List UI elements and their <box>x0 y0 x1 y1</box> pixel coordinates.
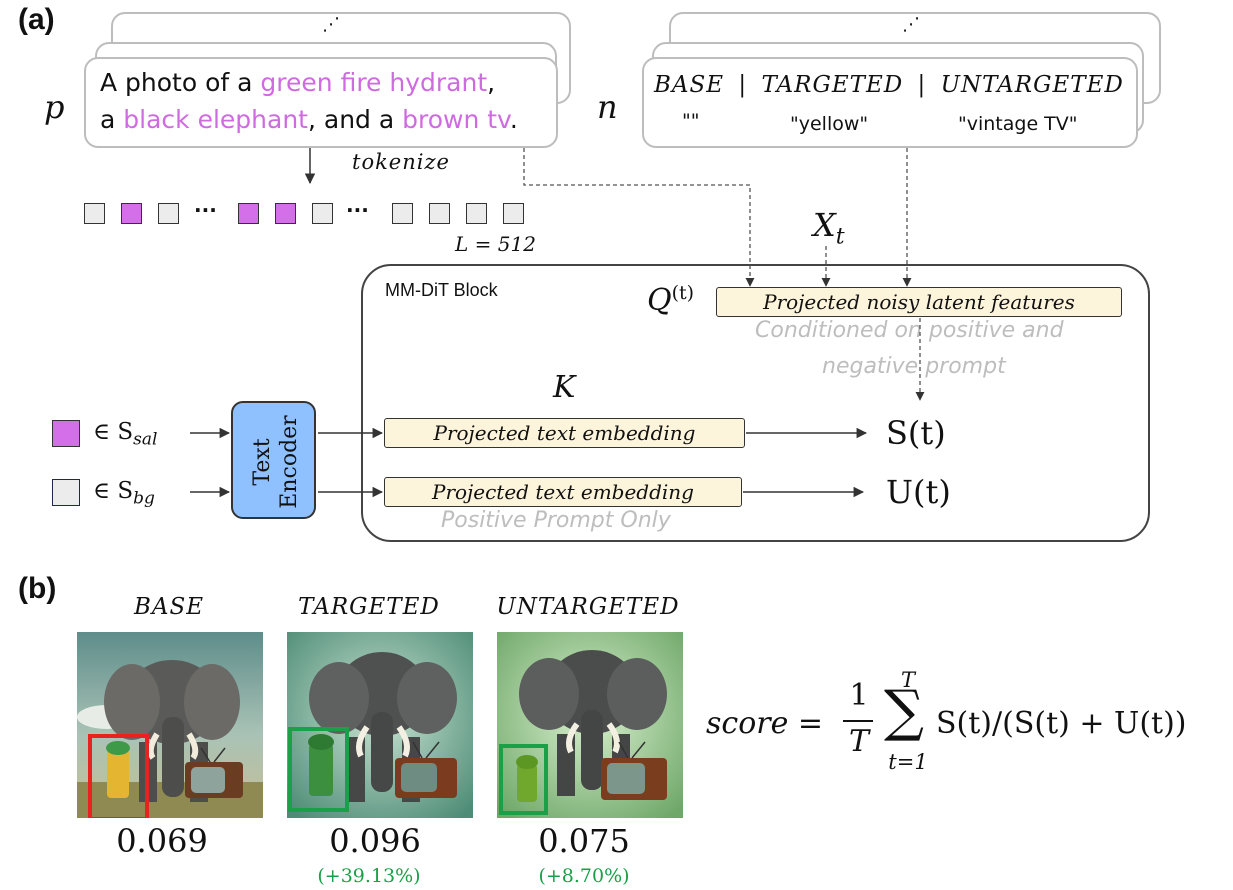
salient-score-output: S(t) <box>886 414 946 452</box>
separator: | <box>917 72 927 98</box>
salient-set-swatch <box>52 420 80 447</box>
formula-frac-bar <box>843 720 873 722</box>
salient-phrase-elephant: black elephant <box>123 105 308 134</box>
result-condition-base: BASE <box>133 594 205 620</box>
score-untargeted: 0.075 <box>538 822 630 860</box>
token-background <box>429 203 450 224</box>
generated-image-untargeted <box>497 632 683 818</box>
token-background <box>84 203 105 224</box>
generated-image-base <box>77 632 263 818</box>
token-background <box>158 203 179 224</box>
prompt-text: . <box>509 105 518 134</box>
negative-value-untargeted: "vintage TV" <box>958 113 1078 135</box>
conditioned-note-line2: negative prompt <box>822 354 1006 379</box>
bbox-targeted <box>288 727 349 812</box>
bbox-base <box>88 734 149 818</box>
formula-lhs: score = <box>706 706 824 741</box>
text-embedding-salient-box: Projected text embedding <box>384 418 745 448</box>
panel-b-label: (b) <box>18 572 57 605</box>
result-image-untargeted <box>497 632 683 818</box>
set-sub-sal: sal <box>133 429 158 450</box>
bbox-untargeted <box>499 744 548 815</box>
salient-phrase-tv: brown tv <box>402 105 510 134</box>
formula-body: S(t)/(S(t) + U(t)) <box>936 706 1187 741</box>
score-targeted: 0.096 <box>329 822 421 860</box>
set-sub-bg: bg <box>133 488 155 509</box>
generated-image-targeted <box>287 632 473 818</box>
result-condition-targeted: TARGETED <box>298 594 440 620</box>
result-image-base <box>77 632 263 818</box>
prompt-stack-ellipsis: ⋰ <box>322 14 340 35</box>
text-encoder-block: Text Encoder <box>231 401 316 519</box>
prompt-line-1: A photo of a green fire hydrant, <box>100 68 495 97</box>
delta-untargeted: (+8.70%) <box>538 865 630 887</box>
token-ellipsis: ··· <box>194 198 217 222</box>
token-background <box>503 203 524 224</box>
condition-targeted: TARGETED <box>761 72 904 98</box>
latent-t-sub: t <box>835 224 845 250</box>
negative-stack-ellipsis: ⋰ <box>902 14 920 35</box>
separator: | <box>738 72 748 98</box>
result-condition-untargeted: UNTARGETED <box>496 594 680 620</box>
token-salient <box>121 203 142 224</box>
result-image-targeted <box>287 632 473 818</box>
query-label: Q(t) <box>647 282 694 318</box>
mmdit-title: MM-DiT Block <box>385 280 498 300</box>
background-set-swatch <box>52 479 80 506</box>
formula-sum-bottom: t=1 <box>888 750 928 774</box>
key-label: K <box>553 370 576 405</box>
panel-a-label: (a) <box>18 3 55 36</box>
negative-conditions-row: BASE | TARGETED | UNTARGETED <box>654 72 1124 98</box>
formula-sum-top: T <box>900 668 915 692</box>
prompt-text: , and a <box>307 105 403 134</box>
latent-x: X <box>813 206 836 244</box>
positive-prompt-arrow <box>523 148 755 287</box>
prompt-text: , <box>487 68 496 97</box>
background-score-output: U(t) <box>886 473 951 511</box>
token-background <box>392 203 413 224</box>
tokenize-label: tokenize <box>352 150 450 174</box>
salient-set-label: ∈ Ssal <box>93 419 157 450</box>
delta-targeted: (+39.13%) <box>317 865 421 887</box>
condition-untargeted: UNTARGETED <box>940 72 1124 98</box>
query-q: Q <box>647 283 672 318</box>
negative-value-targeted: "yellow" <box>790 113 869 135</box>
prompt-text: a <box>100 105 124 134</box>
negative-symbol: n <box>597 88 618 126</box>
formula-frac-den: T <box>848 724 869 759</box>
conditioned-note-line1: Conditioned on positive and <box>755 318 1064 343</box>
token-ellipsis: ··· <box>346 198 369 222</box>
prompt-text: A photo of a <box>100 68 261 97</box>
token-salient <box>275 203 296 224</box>
prompt-line-2: a black elephant, and a brown tv. <box>100 105 518 134</box>
salient-phrase-hydrant: green fire hydrant <box>260 68 488 97</box>
formula-frac-num: 1 <box>849 678 869 713</box>
formula-sum-symbol: ∑ <box>884 679 924 744</box>
sequence-length-label: L = 512 <box>455 232 536 256</box>
positive-only-note: Positive Prompt Only <box>441 508 671 533</box>
noisy-latent-features-box: Projected noisy latent features <box>716 287 1122 317</box>
latent-xt-label: Xt <box>813 206 845 249</box>
query-sup: (t) <box>671 282 695 304</box>
token-background <box>312 203 333 224</box>
score-base: 0.069 <box>116 822 208 860</box>
background-set-label: ∈ Sbg <box>93 478 155 509</box>
set-symbol: ∈ S <box>93 419 134 445</box>
prompt-symbol: p <box>44 88 65 126</box>
prompt-card: A photo of a green fire hydrant, a black… <box>84 57 558 148</box>
set-symbol: ∈ S <box>93 478 134 504</box>
text-embedding-background-box: Projected text embedding <box>384 477 742 507</box>
mmdit-block <box>361 264 1150 542</box>
negative-value-base: "" <box>682 110 700 132</box>
token-salient <box>238 203 259 224</box>
condition-base: BASE <box>654 72 725 98</box>
token-background <box>466 203 487 224</box>
negative-card: BASE | TARGETED | UNTARGETED "" "yellow"… <box>642 57 1138 148</box>
